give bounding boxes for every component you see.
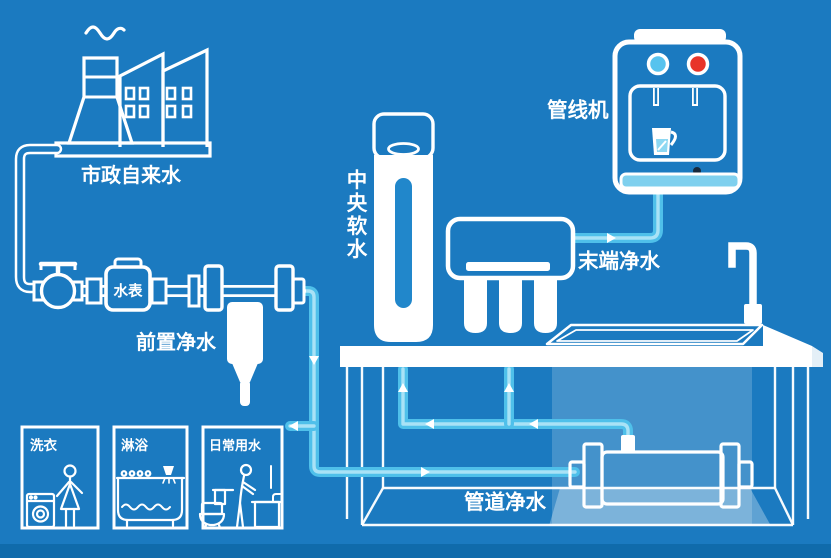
water-meter: 水表 bbox=[85, 257, 201, 312]
pipeline-machine-label: 管线机 bbox=[547, 98, 609, 122]
arrow-left-icon bbox=[425, 419, 434, 429]
person-washing-icon bbox=[235, 463, 257, 529]
arrow-left-icon bbox=[529, 419, 538, 429]
panel-shower bbox=[112, 425, 189, 530]
arrow-up-icon bbox=[504, 383, 514, 392]
flow-arrows bbox=[289, 233, 616, 477]
arrow-up-icon bbox=[398, 383, 408, 392]
pipeline-filter bbox=[568, 435, 754, 509]
water-meter-label: 水表 bbox=[114, 282, 143, 300]
counter bbox=[340, 323, 823, 367]
daily-use-label: 日常用水 bbox=[209, 438, 262, 454]
softener-label-char4: 水 bbox=[347, 237, 368, 261]
panel-daily-use bbox=[198, 425, 284, 530]
terminal-purifier-label: 末端净水 bbox=[578, 249, 660, 273]
drip-tray bbox=[619, 172, 741, 190]
arrow-left-icon bbox=[289, 421, 298, 431]
woman-icon bbox=[55, 464, 84, 528]
labels: 市政自来水 前置净水 中 央 软 水 末端净水 管线机 管道净水 洗衣 淋浴 日… bbox=[30, 98, 660, 514]
washbasin-icon bbox=[250, 465, 283, 529]
softener-label-char2: 央 bbox=[347, 191, 368, 215]
laundry-label: 洗衣 bbox=[30, 437, 57, 454]
softener-label-char1: 中 bbox=[347, 168, 368, 192]
water-pipes bbox=[285, 186, 663, 477]
prefilter-bottle bbox=[227, 302, 263, 406]
floor-band bbox=[0, 544, 831, 558]
softener-tank bbox=[372, 112, 435, 342]
washing-machine-icon bbox=[25, 492, 56, 529]
arrow-right-icon bbox=[607, 233, 616, 243]
municipal-water-label: 市政自来水 bbox=[81, 163, 182, 187]
factory-windows bbox=[124, 86, 193, 119]
bathtub-icon bbox=[115, 466, 186, 528]
valve-icon bbox=[32, 261, 84, 310]
cup-icon bbox=[652, 128, 677, 155]
ro-purifier bbox=[445, 216, 576, 333]
shower-label: 淋浴 bbox=[121, 437, 148, 454]
factory-icon bbox=[54, 25, 212, 158]
prefilter-icon bbox=[203, 264, 306, 406]
softener-label-char3: 软 bbox=[347, 214, 368, 238]
cold-water-indicator bbox=[646, 52, 670, 76]
arrow-down-icon bbox=[309, 356, 319, 365]
pre-filter-label: 前置净水 bbox=[136, 330, 217, 354]
arrow-right-icon bbox=[421, 467, 430, 477]
faucet-icon bbox=[728, 242, 762, 324]
dispenser-icon bbox=[612, 29, 743, 195]
hot-water-indicator bbox=[686, 52, 710, 76]
pipeline-purifier-label: 管道净水 bbox=[464, 490, 546, 514]
panel-laundry bbox=[20, 425, 100, 530]
toilet-icon bbox=[198, 488, 235, 530]
